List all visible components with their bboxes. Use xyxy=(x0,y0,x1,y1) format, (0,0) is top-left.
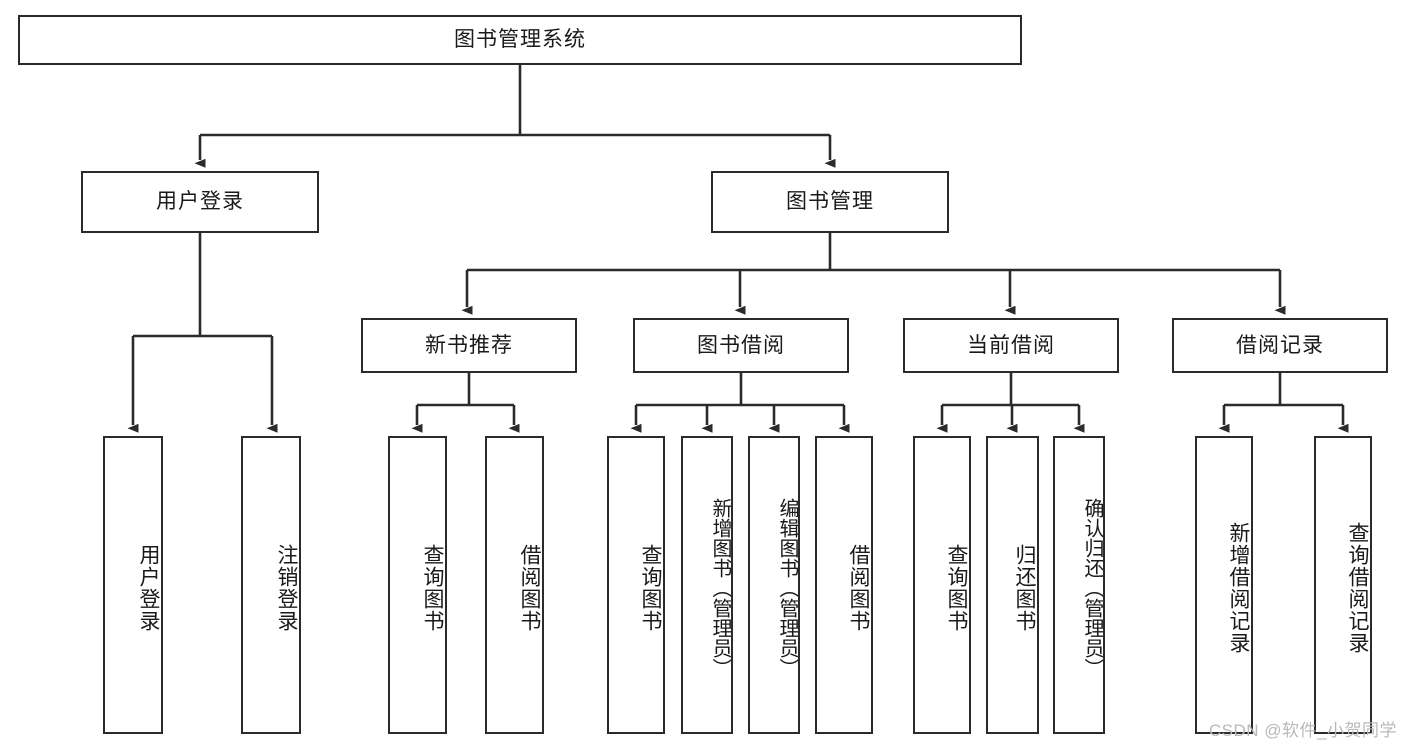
node-leaf-user-login[interactable]: 用户登录 xyxy=(103,436,163,734)
node-book-management[interactable]: 图书管理 xyxy=(711,171,949,233)
node-leaf-borrow-books-new[interactable]: 借阅图书 xyxy=(485,436,544,734)
node-root-system[interactable]: 图书管理系统 xyxy=(18,15,1022,65)
csdn-watermark: CSDN @软件_小贺同学 xyxy=(1208,721,1397,740)
node-leaf-query-books-new[interactable]: 查询图书 xyxy=(388,436,447,734)
node-leaf-query-books-borrow[interactable]: 查询图书 xyxy=(607,436,665,734)
node-borrow-records[interactable]: 借阅记录 xyxy=(1172,318,1388,373)
node-leaf-edit-book-admin[interactable]: 编辑图书（管理员） xyxy=(748,436,800,734)
node-leaf-borrow-book[interactable]: 借阅图书 xyxy=(815,436,873,734)
node-leaf-return-book[interactable]: 归还图书 xyxy=(986,436,1039,734)
node-leaf-query-borrow-record[interactable]: 查询借阅记录 xyxy=(1314,436,1372,734)
node-book-borrow[interactable]: 图书借阅 xyxy=(633,318,849,373)
node-leaf-add-book-admin[interactable]: 新增图书（管理员） xyxy=(681,436,733,734)
node-leaf-add-borrow-record[interactable]: 新增借阅记录 xyxy=(1195,436,1253,734)
node-leaf-query-books-current[interactable]: 查询图书 xyxy=(913,436,971,734)
node-user-login[interactable]: 用户登录 xyxy=(81,171,319,233)
node-current-borrow[interactable]: 当前借阅 xyxy=(903,318,1119,373)
node-leaf-logout[interactable]: 注销登录 xyxy=(241,436,301,734)
node-new-book-recommend[interactable]: 新书推荐 xyxy=(361,318,577,373)
node-leaf-confirm-return-admin[interactable]: 确认归还（管理员） xyxy=(1053,436,1105,734)
